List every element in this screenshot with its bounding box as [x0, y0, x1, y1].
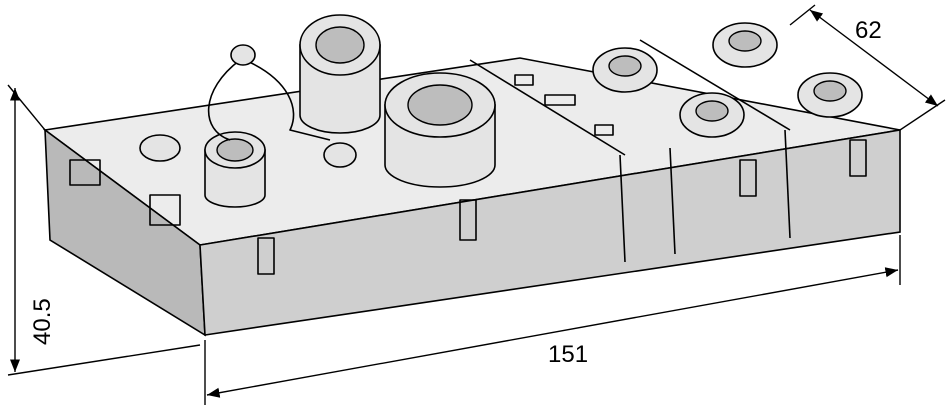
screw-plug [230, 44, 256, 66]
height-label: 40.5 [29, 298, 56, 345]
m12-connector-small [204, 131, 266, 208]
depth-label: 62 [855, 17, 882, 44]
dimension-width: 151 [204, 235, 901, 405]
led-indicators [514, 74, 614, 136]
m23-connector-large [299, 14, 381, 134]
screw-plug [139, 134, 181, 162]
m23-connector-front [384, 72, 496, 188]
screw-plug [323, 142, 357, 168]
dimension-height: 40.5 [7, 84, 201, 376]
cable-bracket [207, 59, 331, 141]
dimension-depth: 62 [789, 4, 946, 131]
connectors [139, 14, 863, 208]
width-label: 151 [548, 341, 588, 368]
